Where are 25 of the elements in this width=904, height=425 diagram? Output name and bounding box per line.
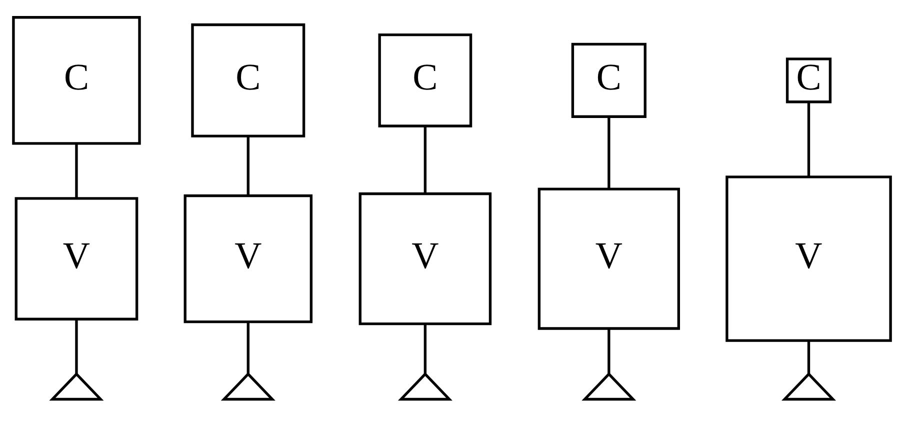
connector xyxy=(246,136,250,196)
node-box: C xyxy=(571,42,646,118)
node-box: C xyxy=(378,33,472,128)
node-box: V xyxy=(184,194,313,324)
connector xyxy=(75,319,78,374)
connector xyxy=(75,144,78,198)
node-box: C xyxy=(191,23,306,138)
node-box: C xyxy=(786,58,832,104)
node-box: V xyxy=(14,197,138,320)
connector xyxy=(608,328,610,374)
node-triangle xyxy=(582,372,636,401)
connector xyxy=(608,116,610,189)
connector xyxy=(807,102,810,177)
connector xyxy=(246,322,250,374)
node-triangle xyxy=(49,372,104,401)
node-triangle xyxy=(220,372,276,401)
connector xyxy=(807,340,810,374)
connector xyxy=(424,126,427,194)
node-box: V xyxy=(726,176,892,342)
node-triangle xyxy=(781,372,836,401)
node-box: V xyxy=(358,192,492,326)
node-box: V xyxy=(538,188,680,330)
node-box: C xyxy=(12,16,141,145)
node-triangle xyxy=(398,372,452,401)
connector xyxy=(424,324,427,374)
